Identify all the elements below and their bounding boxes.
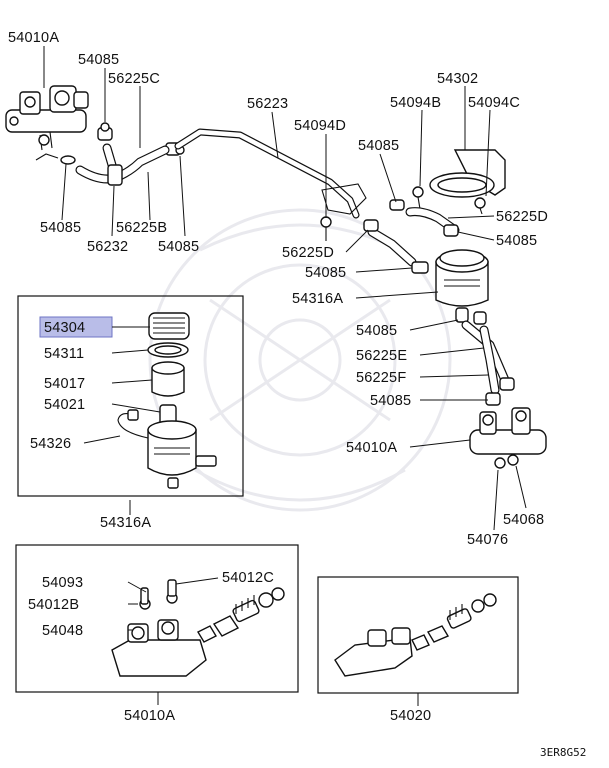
label-nut-54076: 54076 [467,532,508,548]
label-hose-56225f: 56225F [356,370,406,386]
hose-56225E-F [461,320,515,406]
label-reservoir-right: 54316A [292,291,343,307]
diagram-code: 3ER8G52 [540,746,586,759]
hose-56225D [363,199,460,274]
label-grommet-54012b: 54012B [28,597,79,613]
reservoir-bracket-54302 [412,149,506,215]
label-bolt-54094c: 54094C [468,95,520,111]
watermark-emblem [148,208,452,512]
label-hose-56225e: 56225E [356,348,407,364]
label-clamp-1: 54085 [78,52,119,68]
master-cylinder-right [469,407,547,469]
label-strainer-54017: 54017 [44,376,85,392]
label-cap-54304: 54304 [44,320,85,336]
label-bolt-54094d: 54094D [294,118,346,134]
label-hose-56225d-right: 56225D [496,209,548,225]
reservoir-54316A-right [435,249,489,325]
label-clamp-5: 54085 [496,233,537,249]
master-cylinder-kit-box [15,544,299,693]
label-clamp-6: 54085 [305,265,346,281]
label-pin-54093: 54093 [42,575,83,591]
reservoir-exploded-parts [39,312,217,489]
reservoir-detail-box [17,295,244,497]
label-joint-56232: 56232 [87,239,128,255]
label-seal-54311: 54311 [44,346,84,362]
label-sensor-54326: 54326 [30,436,71,452]
part-labels: 54010A 54085 56225C 56223 54302 54094B 5… [8,30,586,759]
label-pipe-56223: 56223 [247,96,288,112]
leader-lines [43,46,527,706]
label-clamp-4: 54085 [158,239,199,255]
label-grommet-54012c: 54012C [222,570,274,586]
master-cylinder-body-parts [334,593,497,677]
label-seal-54048: 54048 [42,623,83,639]
label-hose-56225c: 56225C [108,71,160,87]
label-bracket-54302: 54302 [437,71,478,87]
label-clamp-2: 54085 [358,138,399,154]
label-master-cylinder-right: 54010A [346,440,397,456]
label-bolt-54094b: 54094B [390,95,441,111]
label-clamp-8: 54085 [370,393,411,409]
label-body-54020: 54020 [390,708,431,724]
master-cylinder-top-left [5,85,89,165]
label-hose-56225b: 56225B [116,220,167,236]
label-clamp-3: 54085 [40,220,81,236]
label-hose-56225d-left: 56225D [282,245,334,261]
master-cylinder-kit-parts [111,579,285,677]
hose-56225-left [75,143,170,186]
label-clamp-7: 54085 [356,323,397,339]
pipe-56223 [174,128,367,241]
label-master-cylinder-top: 54010A [8,30,59,46]
label-nut-54068: 54068 [503,512,544,528]
label-reservoir-box: 54316A [100,515,151,531]
label-master-cylinder-kit: 54010A [124,708,175,724]
label-float-54021: 54021 [44,397,85,413]
